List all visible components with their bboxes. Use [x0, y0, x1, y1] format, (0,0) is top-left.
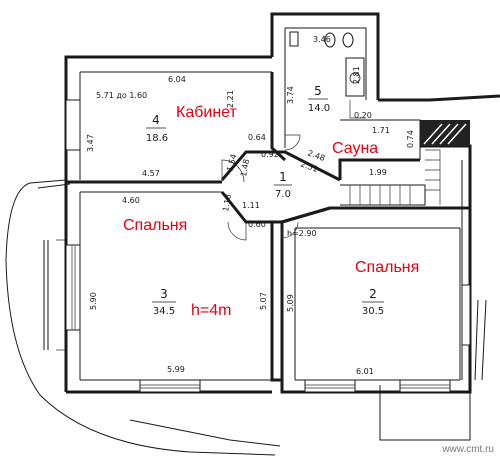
wall-sauna-block	[270, 12, 380, 100]
dimension: 4.57	[142, 169, 160, 178]
dimension: 1.71	[372, 126, 390, 135]
room-1-label: 1 7.0	[274, 170, 292, 200]
room-number: 1	[279, 170, 287, 184]
wall-east	[378, 94, 500, 102]
dimension: 0.74	[406, 130, 415, 148]
dimension: 1.48	[239, 158, 251, 177]
dimension: 0.64	[248, 133, 266, 142]
windows	[65, 99, 471, 393]
toilet-icon	[289, 31, 299, 47]
bathroom-fixtures	[289, 31, 366, 119]
room-number: 5	[314, 84, 322, 98]
label-bedroom-left: Спальня	[123, 217, 187, 234]
dimension: 3.74	[286, 86, 295, 104]
dimension: 6.04	[168, 75, 186, 84]
dimension: 2.48	[306, 148, 326, 163]
dimension: 4.60	[122, 196, 140, 205]
dimension: 0.60	[248, 220, 266, 229]
dimension: 1.54	[225, 153, 238, 173]
dimension: 2.51	[299, 159, 319, 174]
dimension: 1.11	[242, 201, 260, 210]
dimension: 5.90	[89, 292, 98, 310]
sink-icon-2	[342, 32, 354, 48]
dimension: 1.99	[369, 168, 387, 177]
dimension-labels: 6.04 5.71 до 1.60 2.21 3.47 0.64 4.57 1.…	[86, 35, 415, 376]
room-number: 4	[152, 113, 160, 127]
dimension: 5.07	[259, 292, 268, 310]
dimension: 0.20	[354, 111, 372, 120]
label-bedroom-right: Спальня	[355, 259, 419, 276]
dimension: h=2.90	[287, 229, 317, 238]
room-number: 2	[369, 287, 377, 301]
dimension: 0.92	[261, 150, 279, 159]
label-ceiling-height: h=4m	[191, 302, 231, 319]
room-area: 18.6	[146, 133, 168, 144]
wall-bedroom-divider	[270, 222, 284, 382]
dimension: 5.99	[167, 365, 185, 374]
room-area: 7.0	[275, 189, 291, 200]
room-number: 3	[160, 287, 168, 301]
watermark: www.cmt.ru	[441, 444, 494, 455]
dimension: 5.09	[286, 294, 295, 312]
dimension: 2.81	[352, 66, 361, 84]
label-sauna: Сауна	[332, 140, 378, 157]
terrace-outline	[5, 179, 487, 456]
hatched-wall	[420, 120, 470, 146]
room-area: 34.5	[153, 306, 175, 317]
room-2-label: 2 30.5	[362, 287, 384, 317]
dimension: 5.71 до 1.60	[96, 91, 147, 100]
sink-icon	[324, 32, 336, 48]
label-kabinet: Кабинет	[176, 104, 238, 121]
room-area: 14.0	[308, 103, 330, 114]
doors	[221, 134, 301, 241]
dimension: 3.47	[86, 134, 95, 152]
room-area: 30.5	[362, 306, 384, 317]
shower-icon	[345, 57, 365, 97]
dimension: 1.18	[221, 193, 233, 212]
dimension: 6.01	[356, 367, 374, 376]
room-3-label: 3 34.5	[152, 287, 176, 317]
wall-corridor-upper	[220, 150, 341, 182]
dimension: 3.46	[313, 35, 331, 44]
dimension: 2.21	[226, 90, 235, 108]
room-5-label: 5 14.0	[308, 84, 330, 114]
room-4-label: 4 18.6	[146, 113, 168, 144]
